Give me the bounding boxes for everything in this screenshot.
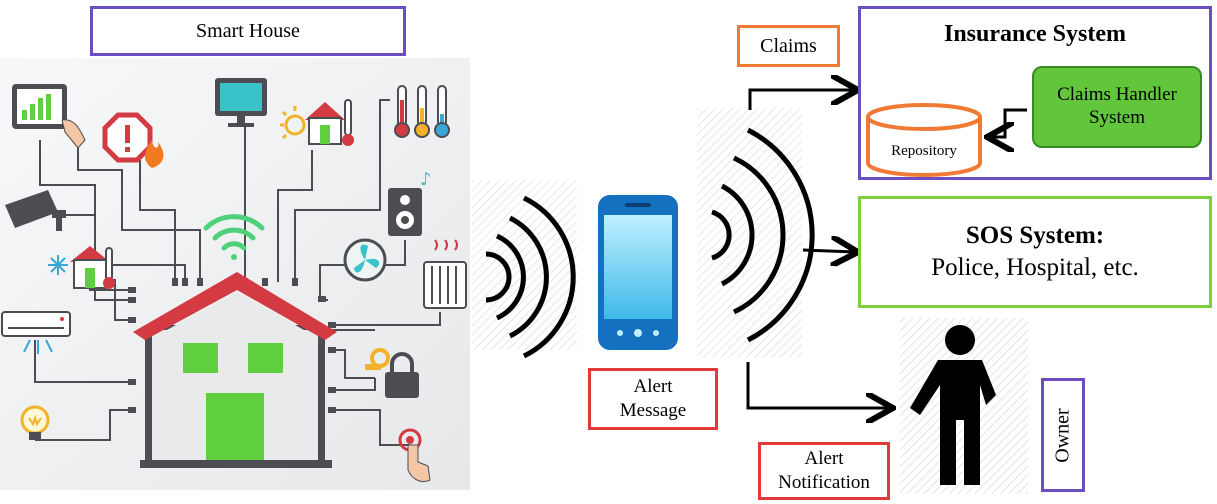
lightbulb-icon xyxy=(20,405,50,440)
claims-handler-line1: Claims Handler xyxy=(1057,84,1177,106)
owner-area xyxy=(900,318,1028,494)
sos-subtitle: Police, Hospital, etc. xyxy=(931,254,1139,281)
alert-notification-line2: Notification xyxy=(778,472,870,493)
broadcast-waves-right xyxy=(697,108,815,358)
person-icon xyxy=(910,325,996,485)
owner-text: Owner xyxy=(1051,407,1074,463)
claims-handler-box: Claims Handler System xyxy=(1032,66,1202,148)
house xyxy=(133,272,337,468)
arrow-to-owner xyxy=(746,362,890,408)
camera-icon xyxy=(5,190,66,231)
repository-text: Repository xyxy=(891,142,957,159)
fan-icon xyxy=(343,238,387,282)
air-conditioner-icon xyxy=(1,311,71,354)
alert-message-line2: Message xyxy=(619,400,687,421)
insurance-system-box: Insurance System xyxy=(858,6,1212,180)
sos-title: SOS System: xyxy=(965,221,1105,249)
sos-system-box: SOS System: Police, Hospital, etc. xyxy=(858,196,1212,308)
arrows xyxy=(746,90,1027,408)
alert-notification-label: Alert Notification xyxy=(758,442,890,500)
monitor-icon xyxy=(215,78,267,127)
arrow-to-insurance xyxy=(748,90,855,110)
touch-icon xyxy=(398,428,431,483)
broadcast-waves-left xyxy=(472,180,577,359)
smart-house-text: Smart House xyxy=(196,19,300,42)
speaker-icon: ♪ xyxy=(388,169,432,236)
claims-text: Claims xyxy=(760,34,817,57)
warning-fire-icon xyxy=(102,112,164,168)
tablet-chart-icon xyxy=(12,84,86,149)
claims-label: Claims xyxy=(737,25,840,67)
alert-notification-line1: Alert xyxy=(804,448,844,470)
thermometers-icon xyxy=(394,85,450,138)
cold-house-icon xyxy=(48,246,115,289)
smart-house-label: Smart House xyxy=(90,6,406,56)
alert-message-line1: Alert xyxy=(633,376,673,398)
lock-key-icon xyxy=(365,348,419,398)
smartphone-icon xyxy=(598,195,678,350)
repository-label: Repository xyxy=(868,136,980,166)
heater-icon xyxy=(423,239,467,309)
alert-message-label: Alert Message xyxy=(588,368,718,430)
sun-house-icon xyxy=(280,99,354,146)
wifi-icon xyxy=(203,214,265,260)
claims-handler-line2: System xyxy=(1089,107,1145,128)
svg-text:♪: ♪ xyxy=(420,169,432,190)
arrow-handler-to-repository xyxy=(990,108,1027,137)
owner-label: Owner xyxy=(1041,378,1085,492)
insurance-system-title: Insurance System xyxy=(943,21,1126,47)
smart-house-illustration: ♪ xyxy=(0,58,470,490)
arrow-to-sos xyxy=(802,250,855,252)
repository-cylinder xyxy=(866,103,982,177)
